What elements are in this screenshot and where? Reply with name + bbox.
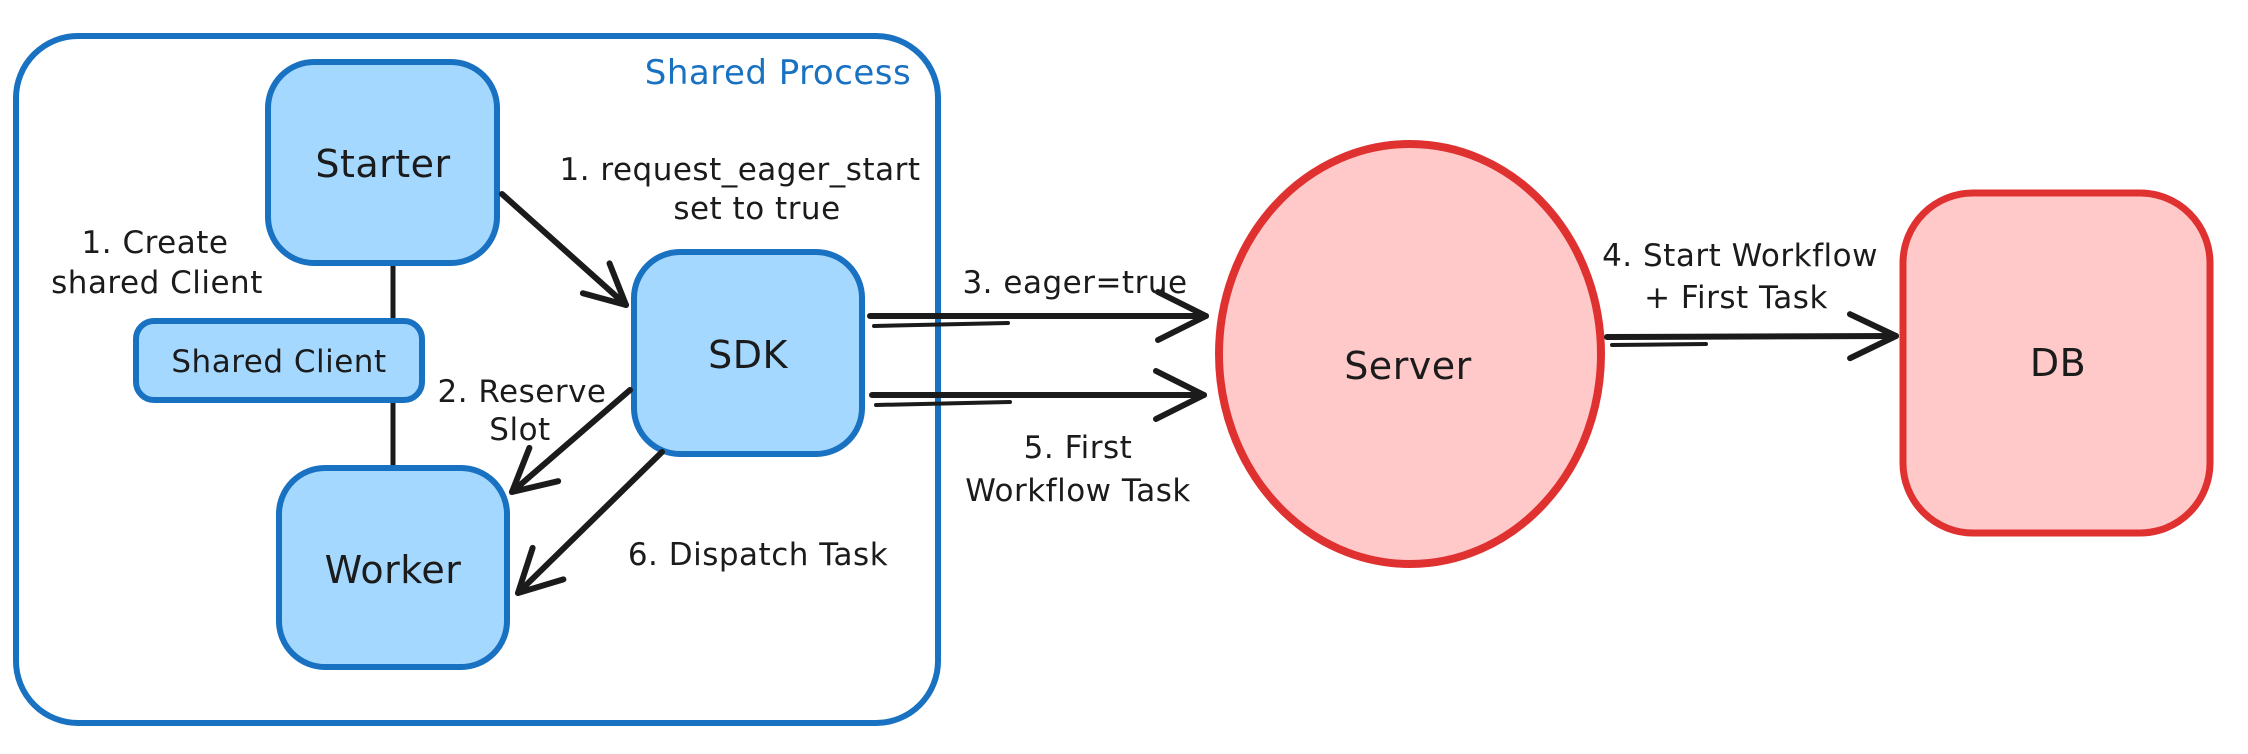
annotation-create-shared-client-line1: 1. Create <box>82 225 229 261</box>
annotation-start-workflow-line1: 4. Start Workflow <box>1602 238 1878 274</box>
server-node: Server <box>1215 140 1605 568</box>
annotation-request-eager-start-line1: 1. request_eager_start <box>559 152 920 188</box>
arrow-tail-double-stroke <box>1610 342 1708 347</box>
annotation-start-workflow-line2: + First Task <box>1644 280 1828 316</box>
shared-process-label: Shared Process <box>645 53 911 93</box>
annotation-first-workflow-task: 5. First Workflow Task <box>965 430 1191 509</box>
server-label: Server <box>1344 344 1472 388</box>
starter-label: Starter <box>315 142 450 186</box>
db-label: DB <box>2030 341 2086 385</box>
annotation-eager-true: 3. eager=true <box>962 265 1187 301</box>
db-node: DB <box>1899 189 2214 537</box>
arrow-sdk-to-worker-reserve-slot <box>509 387 633 495</box>
worker-node: Worker <box>276 465 510 670</box>
annotation-first-workflow-task-line1: 5. First <box>1024 430 1133 466</box>
sdk-node: SDK <box>631 249 865 457</box>
annotation-reserve-slot-line1: 2. Reserve <box>437 374 606 410</box>
shared-client-label: Shared Client <box>171 344 386 380</box>
annotation-request-eager-start: 1. request_eager_start set to true <box>559 152 920 227</box>
annotation-reserve-slot: 2. Reserve Slot <box>437 374 606 448</box>
arrow-starter-to-sdk <box>499 191 629 308</box>
annotation-request-eager-start-line2: set to true <box>673 191 840 227</box>
annotation-first-workflow-task-line2: Workflow Task <box>965 473 1191 509</box>
sdk-label: SDK <box>708 333 788 377</box>
arrow-sdk-to-server-eager <box>867 289 1209 343</box>
arrow-sdk-to-worker-dispatch-task <box>515 449 665 596</box>
arrow-tail-double-stroke <box>872 321 1010 328</box>
arrow-tail-double-stroke <box>874 400 1012 407</box>
shared-process-frame <box>13 33 941 726</box>
annotation-start-workflow: 4. Start Workflow + First Task <box>1602 238 1878 316</box>
annotation-dispatch-task: 6. Dispatch Task <box>628 537 888 573</box>
shared-client-node: Shared Client <box>133 318 425 403</box>
arrow-server-to-db <box>1604 311 1899 362</box>
starter-node: Starter <box>265 59 500 266</box>
annotation-create-shared-client: 1. Create shared Client <box>51 225 263 301</box>
annotation-reserve-slot-line2: Slot <box>489 412 550 448</box>
annotation-create-shared-client-line2: shared Client <box>51 265 263 301</box>
worker-label: Worker <box>325 548 462 592</box>
arrow-sdk-to-server-first-task <box>869 368 1207 422</box>
